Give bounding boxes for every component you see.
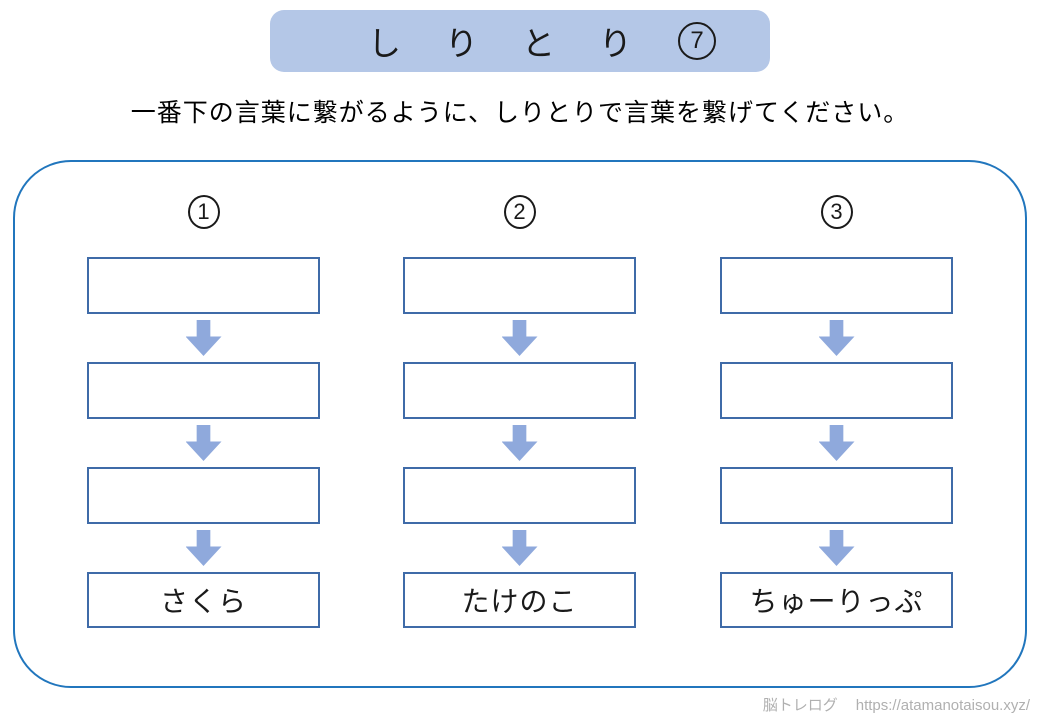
- answer-box: [87, 257, 320, 314]
- down-arrow-icon: [818, 320, 855, 356]
- column-number-circle: 3: [820, 195, 853, 229]
- title-number-circle: 7: [678, 22, 716, 60]
- site-url: https://atamanotaisou.xyz/: [855, 697, 1030, 714]
- shiritori-column-1: 1 さくら: [87, 195, 320, 628]
- down-arrow-icon: [501, 530, 538, 566]
- answer-box: [720, 362, 953, 419]
- answer-box: [87, 362, 320, 419]
- watermark: 脳トレログ https://atamanotaisou.xyz/: [763, 694, 1030, 715]
- down-arrow-icon: [185, 425, 222, 461]
- down-arrow-icon: [501, 425, 538, 461]
- goal-word-box: ちゅーりっぷ: [720, 572, 953, 628]
- answer-box: [403, 362, 636, 419]
- goal-word-box: たけのこ: [403, 572, 636, 628]
- shiritori-column-2: 2 たけのこ: [403, 195, 636, 628]
- column-number-circle: 2: [503, 195, 536, 229]
- site-name: 脳トレログ: [762, 697, 838, 714]
- column-number-circle: 1: [187, 195, 220, 229]
- down-arrow-icon: [185, 530, 222, 566]
- answer-box: [403, 257, 636, 314]
- down-arrow-icon: [818, 530, 855, 566]
- instruction-text: 一番下の言葉に繋がるように、しりとりで言葉を繋げてください。: [130, 99, 910, 127]
- shiritori-column-3: 3 ちゅーりっぷ: [720, 195, 953, 628]
- page-title: しりとり: [368, 25, 676, 62]
- answer-box: [720, 467, 953, 524]
- answer-box: [720, 257, 953, 314]
- goal-word-box: さくら: [87, 572, 320, 628]
- title-banner: しりとり 7: [270, 10, 770, 72]
- answer-box: [403, 467, 636, 524]
- down-arrow-icon: [818, 425, 855, 461]
- answer-box: [87, 467, 320, 524]
- down-arrow-icon: [501, 320, 538, 356]
- down-arrow-icon: [185, 320, 222, 356]
